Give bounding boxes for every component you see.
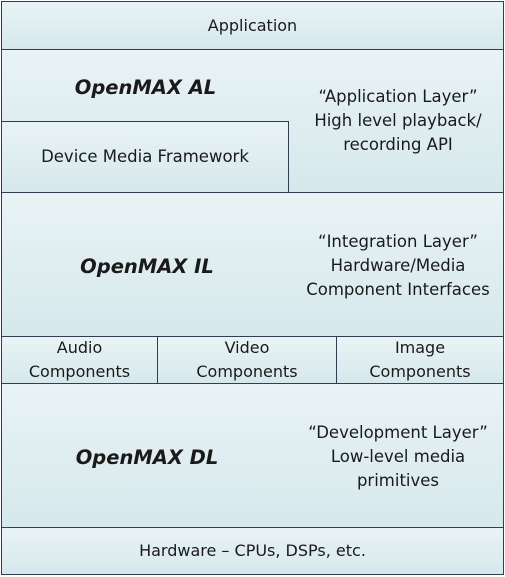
video-components-line-1: Video	[224, 338, 270, 357]
audio-components-line-1: Audio	[56, 338, 103, 357]
image-components-line-1: Image	[394, 338, 446, 357]
device-media-framework-label: Device Media Framework	[41, 147, 249, 166]
image-components-line-2: Components	[369, 362, 471, 381]
dl-description-line-2: Low-level media	[330, 447, 466, 466]
video-components-box: Video Components	[157, 336, 337, 384]
application-label: Application	[207, 15, 298, 35]
openmax-il-title: OpenMAX IL	[80, 254, 214, 278]
openmax-il-description: “Integration Layer” Hardware/Media Compo…	[292, 230, 504, 302]
audio-components-box: Audio Components	[1, 336, 158, 384]
il-description-line-3: Component Interfaces	[306, 280, 490, 299]
image-components-box: Image Components	[336, 336, 504, 384]
dl-description-line-1: “Development Layer”	[308, 423, 488, 442]
openmax-dl-title: OpenMAX DL	[75, 445, 219, 469]
hardware-label: Hardware – CPUs, DSPs, etc.	[139, 541, 366, 560]
hardware-box: Hardware – CPUs, DSPs, etc.	[1, 527, 504, 575]
audio-components-line-2: Components	[28, 362, 131, 381]
video-components-line-2: Components	[196, 362, 298, 381]
dl-description-line-3: primitives	[356, 471, 440, 490]
openmax-dl-box: OpenMAX DL “Development Layer” Low-level…	[1, 383, 504, 528]
al-description-line-2: High level playback/	[314, 111, 482, 130]
al-description-line-1: “Application Layer”	[318, 87, 478, 106]
il-description-line-2: Hardware/Media	[330, 256, 466, 275]
device-media-framework-box: Device Media Framework	[1, 121, 289, 193]
openmax-dl-description: “Development Layer” Low-level media prim…	[292, 421, 504, 493]
openmax-al-title: OpenMAX AL	[74, 75, 217, 99]
openmax-al-description: “Application Layer” High level playback/…	[292, 85, 504, 157]
al-description-line-3: recording API	[343, 135, 453, 154]
application-layer-box: Application	[1, 1, 504, 50]
il-description-line-1: “Integration Layer”	[318, 232, 478, 251]
openmax-il-box: OpenMAX IL “Integration Layer” Hardware/…	[1, 192, 504, 337]
